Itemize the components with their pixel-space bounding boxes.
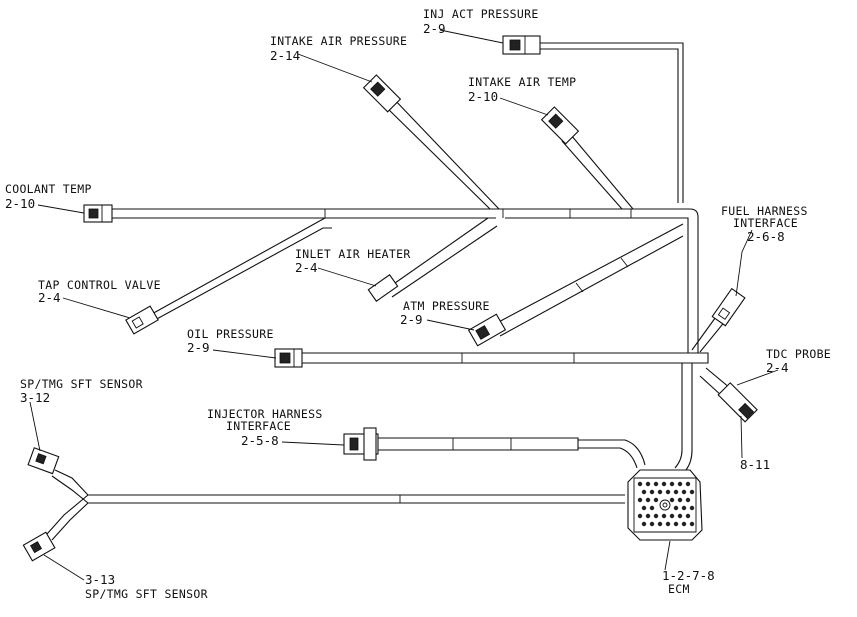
sp-tmg-sft-sensor-upper-label: SP/TMG SFT SENSOR bbox=[20, 377, 143, 391]
tdc-probe-label: TDC PROBE bbox=[766, 347, 831, 361]
ecm-pin bbox=[673, 521, 679, 527]
atm-pressure-connector bbox=[467, 313, 507, 347]
inj-act-pressure-connector bbox=[502, 35, 541, 55]
intake-air-temp-connector bbox=[540, 106, 580, 145]
ecm-pin bbox=[677, 497, 683, 503]
ecm-pin bbox=[641, 521, 647, 527]
inj-act-pressure-label: INJ ACT PRESSURE bbox=[423, 7, 539, 21]
leader-lines bbox=[29, 29, 779, 581]
ecm-label: ECM bbox=[668, 582, 690, 596]
ecm-pin bbox=[653, 497, 659, 503]
injector-harness-interface-ref: 2-5-8 bbox=[241, 433, 279, 448]
ecm-pin bbox=[637, 497, 643, 503]
ecm-module bbox=[627, 469, 703, 541]
injector-harness-interface-label-2: INTERFACE bbox=[226, 419, 291, 433]
injector-harness-interface-label-1: INJECTOR HARNESS bbox=[207, 407, 323, 421]
ecm-pin bbox=[685, 513, 691, 519]
ecm-pin bbox=[669, 497, 675, 503]
ecm-pin bbox=[661, 513, 667, 519]
ecm-pin bbox=[641, 489, 647, 495]
intake-air-pressure-label: INTAKE AIR PRESSURE bbox=[270, 34, 407, 48]
fuel-harness-interface-label-1: FUEL HARNESS bbox=[721, 204, 808, 218]
labels: INJ ACT PRESSURE 2-9 INTAKE AIR PRESSURE… bbox=[5, 7, 831, 601]
ecm-pin bbox=[665, 521, 671, 527]
ecm-pin bbox=[673, 505, 679, 511]
intake-air-temp-ref: 2-10 bbox=[468, 89, 498, 104]
tap-control-valve-label: TAP CONTROL VALVE bbox=[38, 278, 161, 292]
ecm-pin bbox=[665, 489, 671, 495]
atm-pressure-ref: 2-9 bbox=[400, 312, 423, 327]
ecm-pin bbox=[649, 489, 655, 495]
coolant-temp-label: COOLANT TEMP bbox=[5, 182, 92, 196]
ecm-pin bbox=[653, 513, 659, 519]
tdc-probe-connector bbox=[717, 382, 758, 423]
oil-pressure-label: OIL PRESSURE bbox=[187, 327, 274, 341]
connectors bbox=[22, 35, 758, 562]
ecm-pin bbox=[669, 481, 675, 487]
harness-wires bbox=[46, 42, 731, 541]
ecm-pin bbox=[649, 521, 655, 527]
sp-tmg-sft-sensor-lower bbox=[22, 531, 56, 562]
fuel-harness-interface-ref: 2-6-8 bbox=[747, 229, 785, 244]
oil-pressure-ref: 2-9 bbox=[187, 340, 210, 355]
injector-harness-interface-connector bbox=[343, 427, 379, 461]
tap-control-valve-connector bbox=[125, 305, 159, 335]
ecm-pin bbox=[681, 505, 687, 511]
fuel-harness-interface-connector bbox=[711, 287, 746, 327]
ecm-pin bbox=[681, 521, 687, 527]
ecm-pin bbox=[677, 481, 683, 487]
ecm-pin bbox=[637, 481, 643, 487]
ecm-pin bbox=[669, 513, 675, 519]
intake-air-pressure-ref: 2-14 bbox=[270, 48, 300, 63]
sp-tmg-sft-sensor-upper-ref: 3-12 bbox=[20, 390, 50, 405]
intake-air-temp-label: INTAKE AIR TEMP bbox=[468, 75, 576, 89]
inlet-air-heater-ref: 2-4 bbox=[295, 260, 318, 275]
ecm-pin bbox=[673, 489, 679, 495]
fuel-harness-interface-label-2: INTERFACE bbox=[733, 216, 798, 230]
oil-pressure-connector bbox=[274, 348, 303, 368]
ecm-pin bbox=[657, 521, 663, 527]
tdc-probe-secondary-ref: 8-11 bbox=[740, 457, 770, 472]
coolant-temp-ref: 2-10 bbox=[5, 196, 35, 211]
sp-tmg-sft-sensor-lower-ref: 3-13 bbox=[85, 572, 115, 587]
ecm-pin bbox=[689, 505, 695, 511]
ecm-pin bbox=[661, 481, 667, 487]
ecm-pin bbox=[657, 489, 663, 495]
ecm-pin bbox=[685, 481, 691, 487]
ecm-pin bbox=[649, 505, 655, 511]
sp-tmg-sft-sensor-upper bbox=[27, 447, 60, 475]
ecm-pin bbox=[637, 513, 643, 519]
inlet-air-heater-label: INLET AIR HEATER bbox=[295, 247, 411, 261]
tdc-probe-ref: 2-4 bbox=[766, 360, 789, 375]
ecm-pin bbox=[641, 505, 647, 511]
inlet-air-heater-connector bbox=[367, 274, 399, 302]
ecm-pin bbox=[681, 489, 687, 495]
inj-act-pressure-ref: 2-9 bbox=[423, 21, 446, 36]
ecm-pin bbox=[653, 481, 659, 487]
tap-control-valve-ref: 2-4 bbox=[38, 290, 61, 305]
ecm-pin bbox=[689, 521, 695, 527]
ecm-pin bbox=[645, 497, 651, 503]
intake-air-pressure-connector bbox=[362, 74, 402, 113]
sp-tmg-sft-sensor-lower-label: SP/TMG SFT SENSOR bbox=[85, 587, 208, 601]
coolant-temp-connector bbox=[83, 204, 113, 223]
ecm-pin bbox=[677, 513, 683, 519]
ecm-pin bbox=[689, 489, 695, 495]
ecm-ref: 1-2-7-8 bbox=[662, 568, 715, 583]
ecm-pin bbox=[645, 513, 651, 519]
atm-pressure-label: ATM PRESSURE bbox=[403, 299, 490, 313]
ecm-pin bbox=[685, 497, 691, 503]
ecm-pin bbox=[645, 481, 651, 487]
